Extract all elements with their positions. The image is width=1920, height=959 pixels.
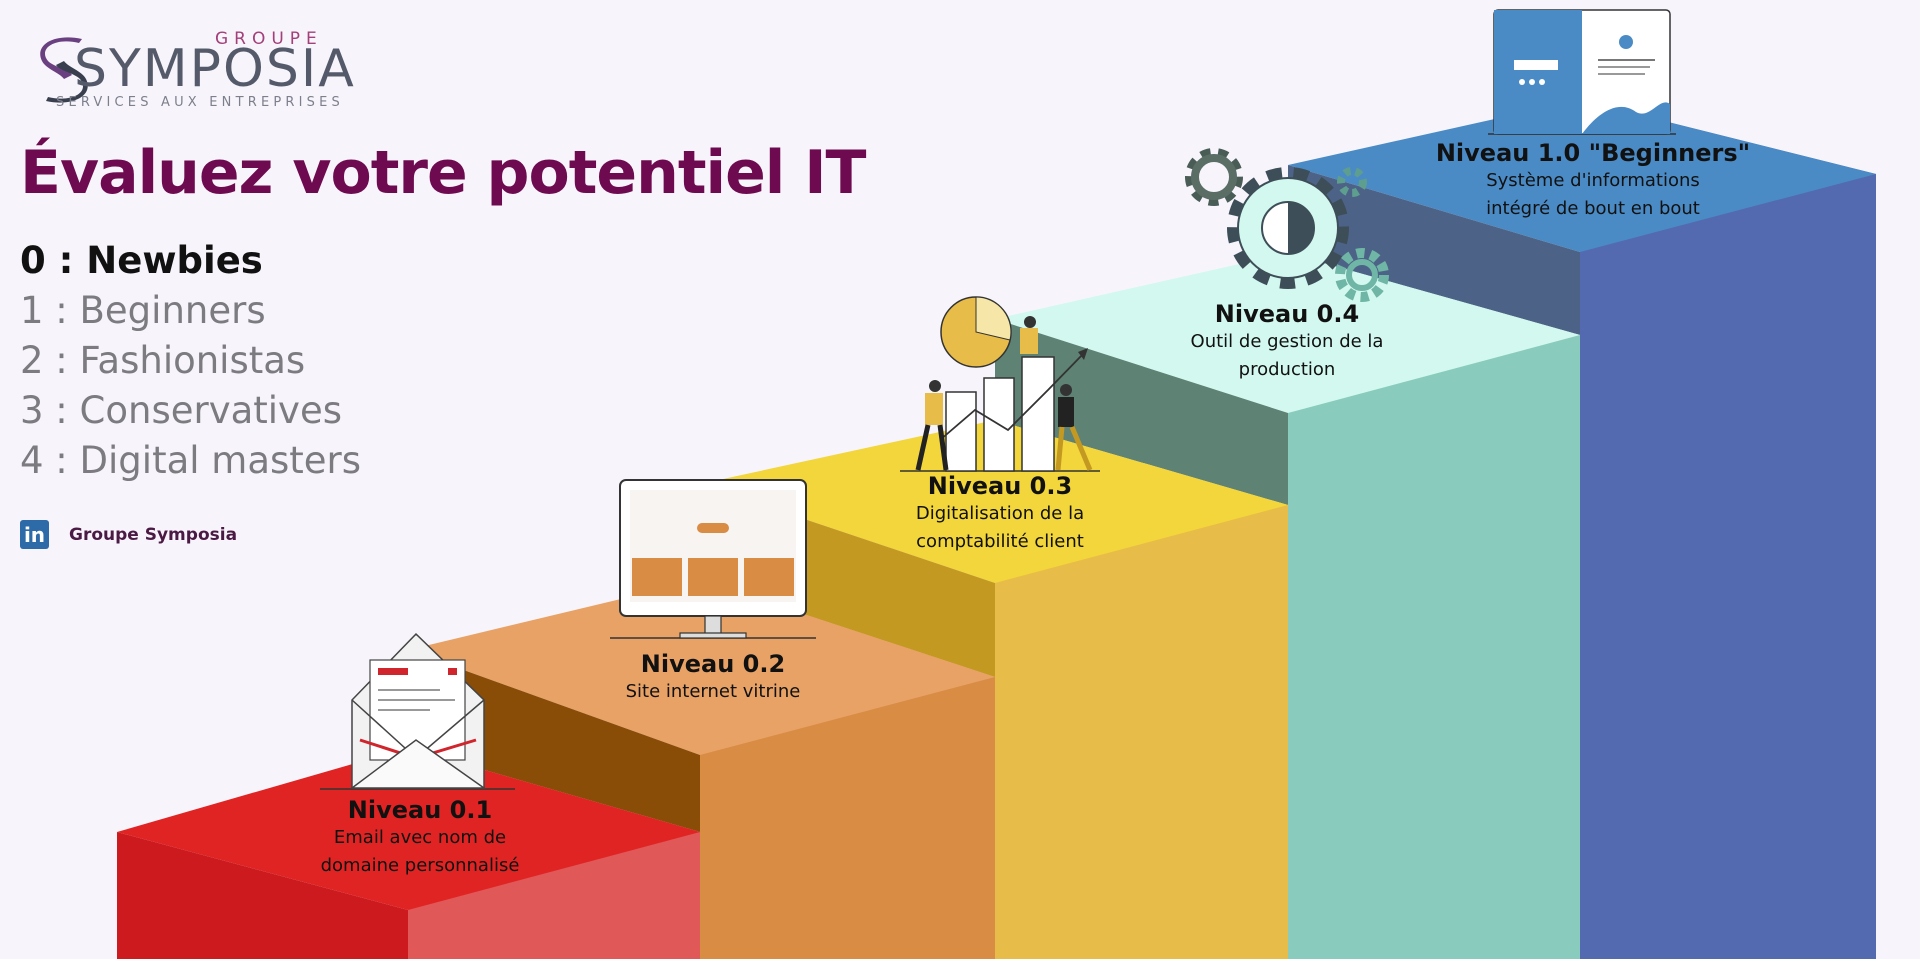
logo-wordmark: SYMPOSIA <box>74 39 356 99</box>
finance-chart-icon <box>900 296 1100 472</box>
step-3-title: Niveau 0.3 <box>927 472 1073 500</box>
level-item-3: 3 : Conservatives <box>20 389 342 432</box>
step-1-block <box>117 748 700 959</box>
step-4-block <box>995 253 1580 959</box>
step-1-desc-line1: Email avec nom de <box>333 827 507 848</box>
step-1-title: Niveau 0.1 <box>347 796 493 824</box>
symposia-logo: GROUPE SYMPOSIA SERVICES AUX ENTREPRISES <box>30 25 354 115</box>
logo-groupe-text: GROUPE <box>215 29 323 49</box>
step-5-label: Niveau 1.0 "Beginners" Système d'informa… <box>1433 139 1753 223</box>
level-item-1: 1 : Beginners <box>20 289 266 332</box>
step-5-desc-line1: Système d'informations <box>1486 170 1700 191</box>
step-4-label: Niveau 0.4 Outil de gestion de la produc… <box>1167 300 1407 384</box>
level-list: 0 : Newbies 1 : Beginners 2 : Fashionist… <box>20 236 361 486</box>
step-1-desc-line2: domaine personnalisé <box>320 855 520 876</box>
level-item-4: 4 : Digital masters <box>20 439 362 482</box>
logo-mark-icon <box>40 37 88 103</box>
step-5-desc-line2: intégré de bout en bout <box>1486 198 1700 219</box>
step-5-block <box>1288 100 1876 959</box>
step-1-label: Niveau 0.1 Email avec nom de domaine per… <box>300 796 540 880</box>
step-3-block <box>700 420 1288 959</box>
linkedin-link[interactable]: in Groupe Symposia <box>20 520 237 549</box>
step-4-desc-line1: Outil de gestion de la <box>1190 331 1384 352</box>
logo-tagline: SERVICES AUX ENTREPRISES <box>56 95 344 110</box>
level-item-2: 2 : Fashionistas <box>20 339 306 382</box>
step-3-desc-line1: Digitalisation de la <box>915 503 1085 524</box>
step-2-title: Niveau 0.2 <box>640 650 786 678</box>
level-item-0: 0 : Newbies <box>20 239 263 282</box>
gears-icon <box>1185 148 1389 302</box>
step-4-desc-line2: production <box>1238 359 1336 380</box>
app-window-icon <box>1488 9 1676 135</box>
linkedin-icon: in <box>20 520 49 549</box>
step-5-title: Niveau 1.0 "Beginners" <box>1435 139 1751 167</box>
step-3-desc-line2: comptabilité client <box>916 531 1084 552</box>
step-4-title: Niveau 0.4 <box>1214 300 1360 328</box>
step-2-block <box>408 580 995 959</box>
page-title: Évaluez votre potentiel IT <box>20 138 866 208</box>
monitor-icon <box>610 479 816 639</box>
step-3-label: Niveau 0.3 Digitalisation de la comptabi… <box>880 472 1120 556</box>
step-2-desc-line1: Site internet vitrine <box>625 681 801 702</box>
linkedin-label: Groupe Symposia <box>69 524 238 545</box>
step-2-label: Niveau 0.2 Site internet vitrine <box>593 650 833 706</box>
envelope-icon <box>320 632 515 790</box>
